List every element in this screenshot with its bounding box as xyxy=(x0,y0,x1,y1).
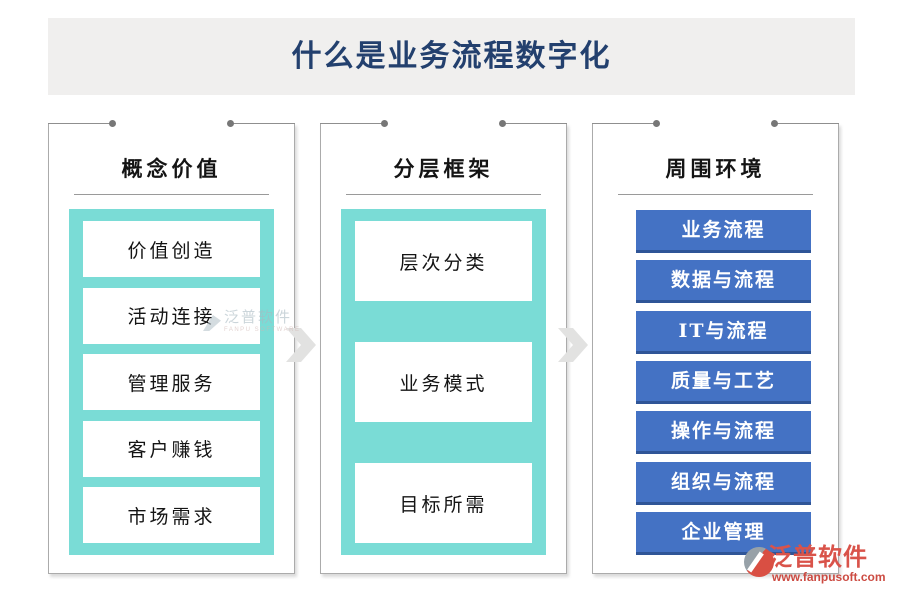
diagram-item: 市场需求 xyxy=(83,487,260,543)
item-group-surrounding-environment: 业务流程数据与流程 IT与流程质量与工艺操作与流程组织与流程企业管理 xyxy=(636,210,811,555)
diagram-item: 操作与流程 xyxy=(636,411,811,455)
diagram-item: 业务流程 xyxy=(636,210,811,253)
border-segment-dot xyxy=(592,120,660,127)
diagram-item: IT与流程 xyxy=(636,310,811,354)
panel-header-concept-value: 概念价值 xyxy=(121,156,222,181)
border-segment-dot xyxy=(499,120,567,127)
border-segment-dot xyxy=(771,120,839,127)
diagram-item: 数据与流程 xyxy=(636,260,811,304)
panel-layered-framework: 分层框架 层次分类业务模式目标所需 xyxy=(320,120,567,574)
diagram-item: 质量与工艺 xyxy=(636,360,811,404)
title-band: 什么是业务流程数字化 xyxy=(48,18,855,95)
diagram-item: 层次分类 xyxy=(355,221,532,301)
header-divider xyxy=(346,194,541,195)
diagram-item: 组织与流程 xyxy=(636,461,811,505)
fanpu-footer-logo: 泛普软件 www.fanpusoft.com xyxy=(744,544,894,584)
diagram-item: 活动连接 xyxy=(83,287,260,344)
panel-surrounding-environment: 周围环境 业务流程数据与流程 IT与流程质量与工艺操作与流程组织与流程企业管理 xyxy=(592,120,839,574)
diagram-item: 业务模式 xyxy=(355,342,532,422)
border-segment-dot xyxy=(48,120,116,127)
diagram-item: 客户赚钱 xyxy=(83,420,260,477)
header-divider xyxy=(618,194,813,195)
footer-brand-url: www.fanpusoft.com xyxy=(772,570,886,584)
diagram-item: 价值创造 xyxy=(83,221,260,277)
border-segment-dot xyxy=(227,120,295,127)
diagram-item: 目标所需 xyxy=(355,463,532,543)
panel-concept-value: 概念价值 价值创造活动连接管理服务客户赚钱市场需求 xyxy=(48,120,295,574)
diagram-item: 管理服务 xyxy=(83,354,260,410)
page-title: 什么是业务流程数字化 xyxy=(291,39,612,74)
border-segment-dot xyxy=(320,120,388,127)
header-divider xyxy=(74,194,269,195)
item-group-layered-framework: 层次分类业务模式目标所需 xyxy=(341,209,546,555)
item-group-concept-value: 价值创造活动连接管理服务客户赚钱市场需求 xyxy=(69,209,274,555)
panel-header-layered-framework: 分层框架 xyxy=(393,156,494,181)
panel-header-surrounding-environment: 周围环境 xyxy=(665,156,766,181)
diagram-item: 企业管理 xyxy=(636,511,811,555)
fanpu-logo-icon xyxy=(744,547,774,577)
footer-brand-name: 泛普软件 xyxy=(768,542,868,571)
